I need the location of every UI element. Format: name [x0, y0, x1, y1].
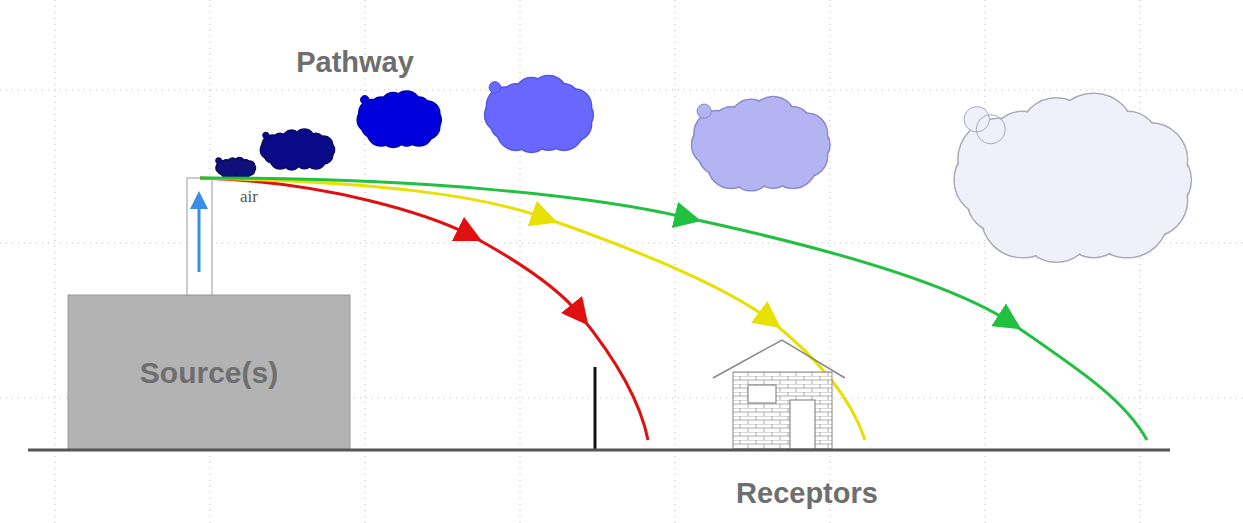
source-box: Source(s) [68, 295, 350, 450]
pathway-curves [200, 178, 1147, 440]
pathway-label: Pathway [296, 46, 414, 79]
house [713, 340, 845, 449]
plume-clouds [216, 76, 1192, 263]
chimney [187, 178, 212, 295]
source-building [68, 295, 350, 450]
air-label: air [240, 187, 258, 207]
node-title: Source(s) [140, 356, 278, 390]
receptors-label: Receptors [736, 477, 878, 510]
updraft-arrow [198, 200, 201, 272]
pole [594, 367, 597, 450]
ground-line [28, 449, 1170, 452]
